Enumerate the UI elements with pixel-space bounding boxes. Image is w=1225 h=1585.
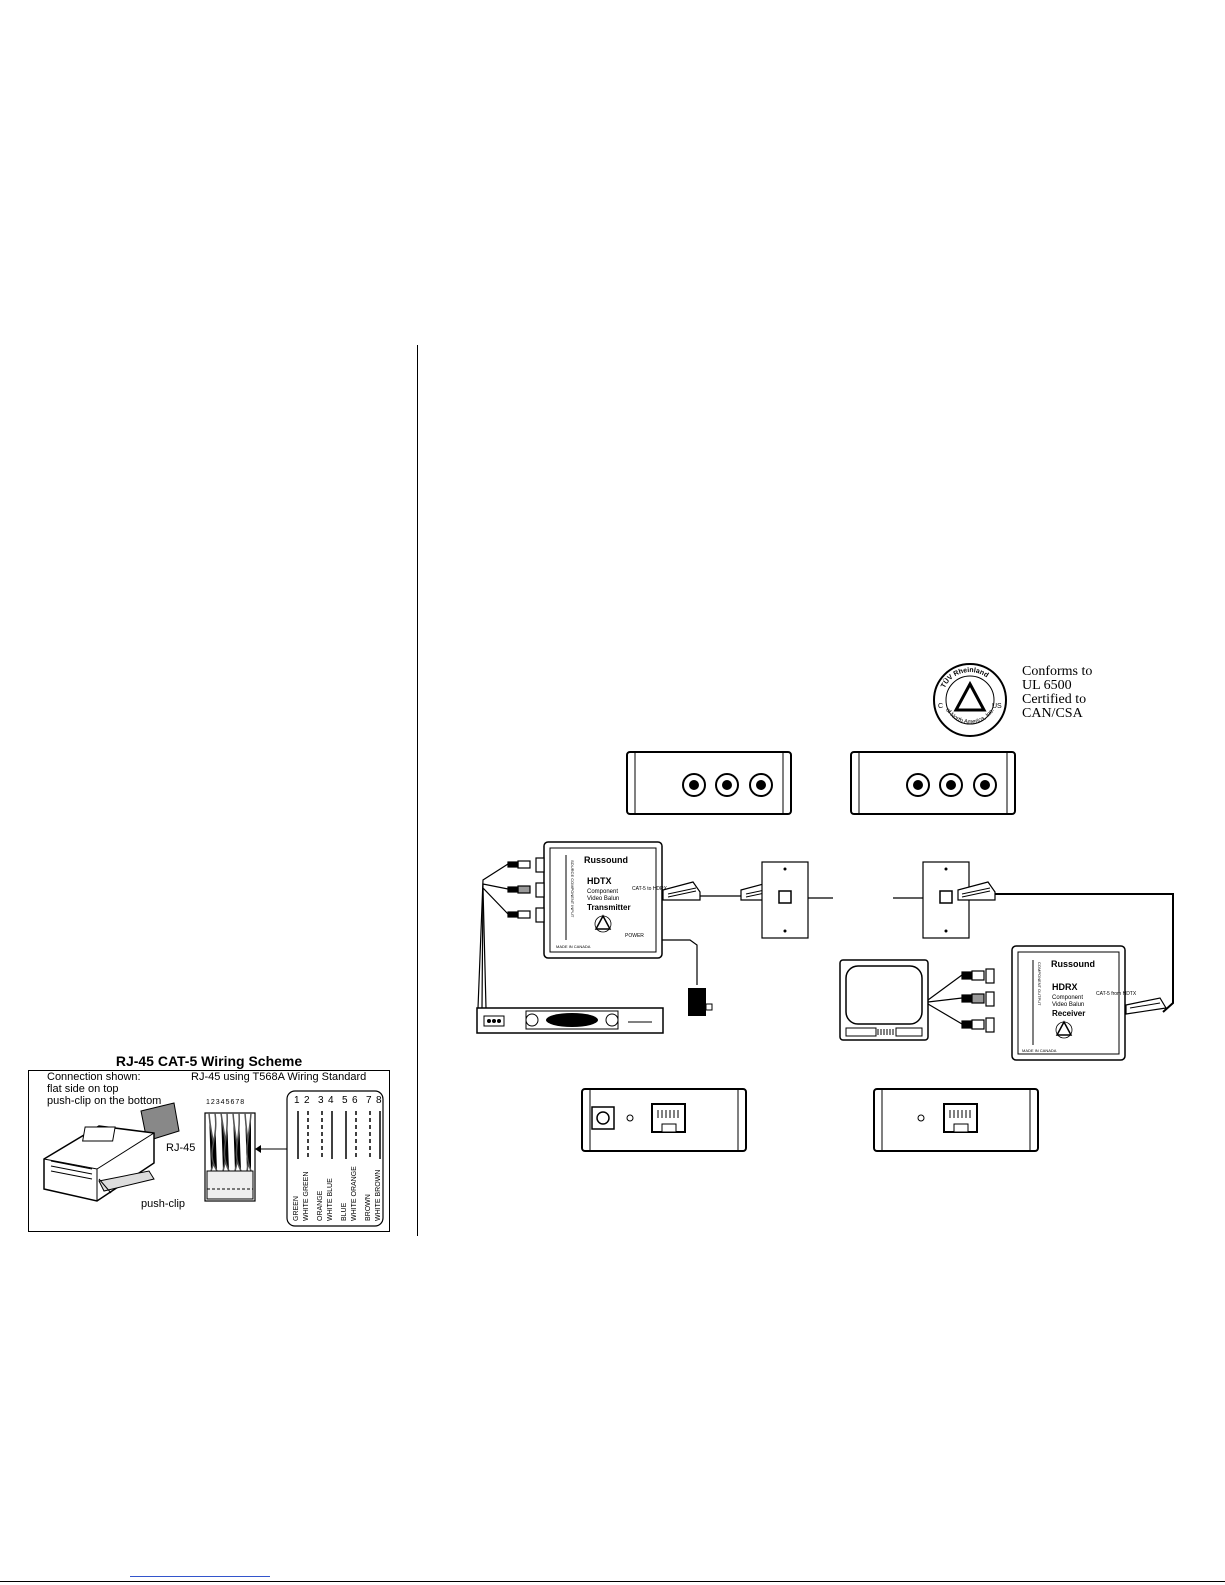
wiring-scheme-title: RJ-45 CAT-5 Wiring Scheme	[115, 1053, 303, 1069]
wall-plate-transmitter	[761, 861, 809, 939]
rx-desc1: Component	[1052, 995, 1083, 1001]
tx-power: POWER	[625, 933, 644, 939]
standard-label: RJ-45 using T568A Wiring Standard	[191, 1071, 367, 1083]
tx-desc1: Component	[587, 889, 618, 895]
seal-us: US	[992, 703, 1002, 710]
rx-brand: Russound	[1051, 959, 1095, 969]
transmitter-rear-panel	[581, 1088, 747, 1152]
tx-made: MADE IN CANADA	[556, 944, 591, 949]
page-bottom-rule	[0, 1581, 1225, 1582]
tx-cat5: CAT-5 to HDRX	[632, 886, 668, 892]
pin-7: 7	[366, 1095, 372, 1106]
tx-cat5-plug	[662, 881, 779, 901]
certification-text: Conforms to UL 6500 Certified to CAN/CSA	[1022, 665, 1092, 721]
seal-top-text: TÜV Rheinland	[940, 667, 989, 689]
wiring-scheme-box: Connection shown: flat side on top push-…	[28, 1070, 390, 1232]
receiver-unit: Russound HDRX Component Video Balun Rece…	[1011, 945, 1137, 1061]
wire-label-6: WHITE ORANGE	[351, 1166, 358, 1221]
tuv-seal-icon: C US TÜV Rheinland of North America, Inc…	[933, 663, 1007, 737]
wire-label-8: WHITE BROWN	[375, 1169, 382, 1221]
column-divider	[417, 345, 418, 1236]
rj45-label: RJ-45	[166, 1142, 196, 1154]
rx-desc2: Video Balun	[1052, 1002, 1084, 1008]
pin-5: 5	[342, 1095, 348, 1106]
power-adapter	[662, 939, 713, 1016]
wire-label-2: WHITE GREEN	[303, 1171, 310, 1221]
transmitter-front-panel	[626, 751, 792, 815]
pin-2: 2	[304, 1095, 310, 1106]
tx-input-label: SOURCE COMPONENT INPUT	[570, 860, 575, 918]
pushclip-label: push-clip	[141, 1198, 186, 1210]
component-output-cables	[927, 968, 995, 1033]
connection-line-1: Connection shown:	[47, 1071, 141, 1083]
tx-brand: Russound	[584, 855, 628, 865]
footer-link-underline	[130, 1576, 270, 1577]
television	[839, 959, 929, 1041]
pin-4: 4	[328, 1095, 334, 1106]
source-device	[476, 1007, 664, 1034]
pin-1: 1	[294, 1095, 300, 1106]
receiver-rear-panel	[873, 1088, 1039, 1152]
rx-model: HDRX	[1052, 982, 1078, 992]
rx-cat5: CAT-5 from HDTX	[1096, 991, 1137, 997]
cert-line-3: Certified to	[1022, 692, 1087, 707]
connection-line-3: push-clip on the bottom	[47, 1095, 162, 1107]
wall-plate-receiver	[922, 861, 996, 939]
wire-label-4: WHITE BLUE	[327, 1178, 334, 1221]
tx-name: Transmitter	[587, 903, 631, 912]
pin-3: 3	[318, 1095, 324, 1106]
receiver-front-panel	[850, 751, 1016, 815]
rx-cat5-plug	[1125, 997, 1167, 1015]
transmitter-unit: Russound HDTX Component Video Balun Tran…	[535, 841, 668, 959]
rx-name: Receiver	[1052, 1009, 1085, 1018]
rx-made: MADE IN CANADA	[1022, 1048, 1057, 1053]
rx-output-label: COMPONENT OUTPUT	[1037, 962, 1042, 1006]
cert-line-2: UL 6500	[1022, 678, 1072, 693]
tx-desc2: Video Balun	[587, 896, 619, 902]
cert-line-4: CAN/CSA	[1022, 706, 1083, 721]
pin-8: 8	[376, 1095, 382, 1106]
tx-model: HDTX	[587, 876, 612, 886]
pin-6: 6	[352, 1095, 358, 1106]
connection-line-2: flat side on top	[47, 1083, 119, 1095]
seal-c: C	[938, 703, 943, 710]
source-component-cables	[477, 860, 531, 1009]
wire-color-labels: GREEN WHITE GREEN ORANGE WHITE BLUE BLUE…	[291, 1163, 385, 1223]
pin-number-row: 1 2 3 4 5 6 7 8	[291, 1095, 383, 1107]
svg-text:TÜV Rheinland: TÜV Rheinland	[940, 667, 989, 689]
plug-pin-numbers: 12345678	[206, 1099, 246, 1106]
cert-line-1: Conforms to	[1022, 664, 1093, 679]
